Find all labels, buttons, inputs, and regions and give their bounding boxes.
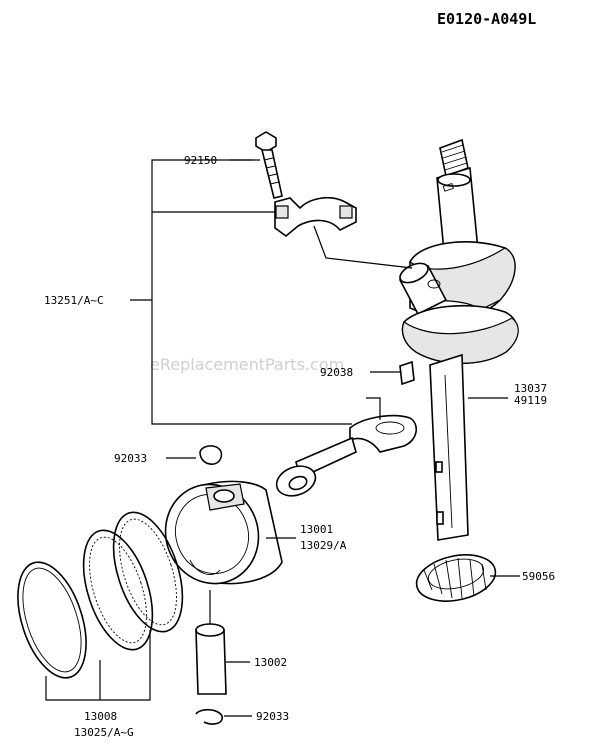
piston-pin[interactable] [195,590,250,695]
callout-bolt: 92150 [184,154,217,167]
callout-rings-1: 13008 [84,710,117,723]
crankshaft[interactable] [397,138,519,541]
callout-key: 92038 [320,366,353,379]
connecting-rod[interactable] [272,414,417,501]
callout-circlip-bottom: 92033 [256,710,289,723]
callout-circlip-top: 92033 [114,452,147,465]
circlip-top[interactable] [166,445,223,465]
woodruff-key[interactable] [370,360,415,386]
callout-piston-1: 13001 [300,523,333,536]
diagram-code: E0120-A049L [437,10,536,28]
bolt[interactable] [255,131,283,199]
callout-crankshaft-2: 49119 [514,394,547,407]
callout-pin: 13002 [254,656,287,669]
assembly-bracket [130,159,352,425]
callout-piston-2: 13029/A [300,539,347,552]
governor-gear[interactable] [412,548,520,608]
callout-gear: 59056 [522,570,555,583]
piston-rings[interactable] [5,504,196,701]
callout-rings-2: 13025/A~G [74,726,134,739]
watermark: eReplacementParts.com [150,355,344,374]
callout-con-rod-assy: 13251/A~C [44,294,104,307]
callout-crankshaft-1: 13037 [514,382,547,395]
piston[interactable] [152,471,296,596]
circlip-bottom[interactable] [195,708,252,725]
rod-cap[interactable] [274,196,357,238]
